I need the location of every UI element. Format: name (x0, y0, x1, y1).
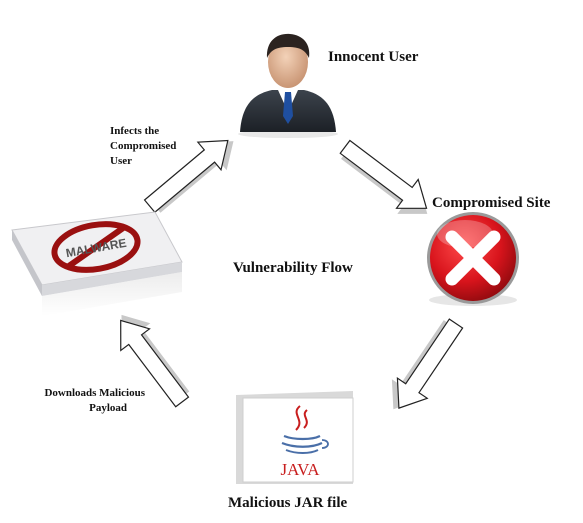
edge-label-line: Compromised (110, 140, 177, 152)
edge-label-line: Payload (89, 402, 127, 414)
arrow-malware-to-user (143, 139, 234, 214)
java-logo-text: JAVA (280, 460, 320, 479)
arrow-user-to-site (339, 139, 428, 214)
node-malicious-jar: Malicious JAR file (228, 495, 348, 511)
edge-label-downloads: Downloads Malicious Payload (37, 386, 145, 416)
error-x-icon (427, 212, 519, 306)
edge-label-line: Downloads Malicious (44, 387, 145, 399)
arrow-site-to-jar (391, 318, 464, 410)
diagram-center-label: Vulnerability Flow (233, 260, 353, 276)
user-icon (238, 33, 338, 138)
edge-label-line: User (110, 155, 132, 167)
java-logo-icon: JAVA (236, 391, 354, 484)
node-compromised-site: Compromised Site (432, 195, 551, 211)
no-malware-icon: MALWARE (11, 211, 183, 316)
arrow-jar-to-malware (120, 314, 190, 408)
edge-label-infects: Infects the Compromised User (110, 124, 200, 169)
edge-label-line: Infects the (110, 125, 160, 137)
node-innocent-user: Innocent User (328, 49, 419, 65)
